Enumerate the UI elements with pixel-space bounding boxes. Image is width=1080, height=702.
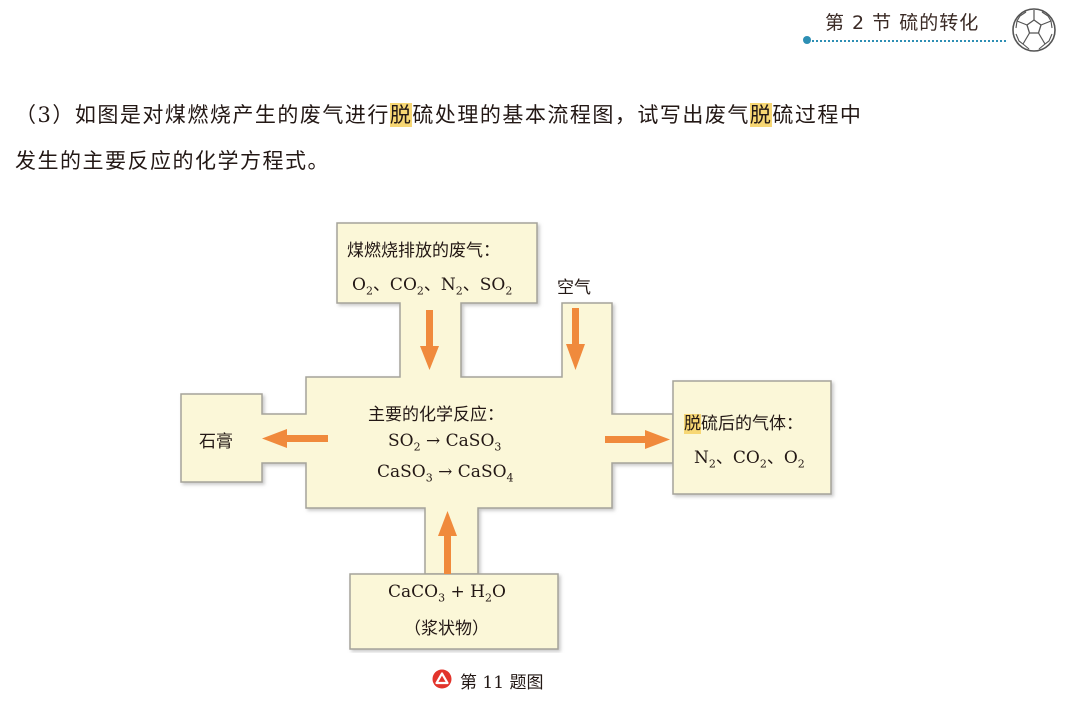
arrow-left-gypsum	[262, 429, 328, 448]
exhaust-title: 煤燃烧排放的废气：	[347, 241, 500, 261]
slurry-formula: CaCO3 + H2O	[388, 582, 506, 605]
reaction-1: SO2 → CaSO3	[388, 431, 502, 454]
question-prefix: （3）如图是对煤燃烧产生的废气进行	[15, 103, 390, 127]
reaction-title: 主要的化学反应：	[368, 405, 504, 425]
question-middle: 硫处理的基本流程图，试写出废气	[412, 103, 750, 127]
exhaust-gases: O2、CO2、N2、SO2	[352, 275, 513, 298]
slurry-note: （浆状物）	[404, 619, 489, 639]
question-text: （3）如图是对煤燃烧产生的废气进行脱硫处理的基本流程图，试写出废气脱硫过程中 发…	[15, 92, 1025, 184]
highlight-text: 脱	[389, 103, 413, 127]
figure-caption: 第 11 题图	[460, 673, 544, 693]
warning-triangle-icon	[432, 669, 452, 689]
question-line-2: 发生的主要反应的化学方程式。	[15, 149, 330, 173]
air-label: 空气	[557, 278, 591, 298]
question-suffix: 硫过程中	[772, 103, 863, 127]
page-header: 第 2 节 硫的转化	[0, 0, 1080, 60]
question-line-1: （3）如图是对煤燃烧产生的废气进行脱硫处理的基本流程图，试写出废气脱硫过程中	[15, 92, 1025, 138]
fullerene-ball-icon	[1012, 8, 1056, 52]
reaction-2: CaSO3 → CaSO4	[377, 462, 514, 485]
header-rule	[808, 40, 1006, 42]
arrow-down-air	[566, 308, 585, 370]
output-gases: N2、CO2、O2	[694, 448, 805, 471]
gypsum-label: 石膏	[199, 432, 233, 452]
arrow-up-slurry	[438, 511, 457, 574]
highlight-text: 脱	[749, 103, 773, 127]
output-gas-box	[672, 380, 832, 495]
section-title: 第 2 节 硫的转化	[825, 12, 980, 34]
arrow-down-exhaust	[420, 310, 439, 370]
slurry-box	[349, 573, 559, 650]
output-gas-title: 脱硫后的气体：	[684, 414, 803, 434]
arrow-right-output	[605, 430, 670, 449]
header-dot	[803, 36, 811, 44]
